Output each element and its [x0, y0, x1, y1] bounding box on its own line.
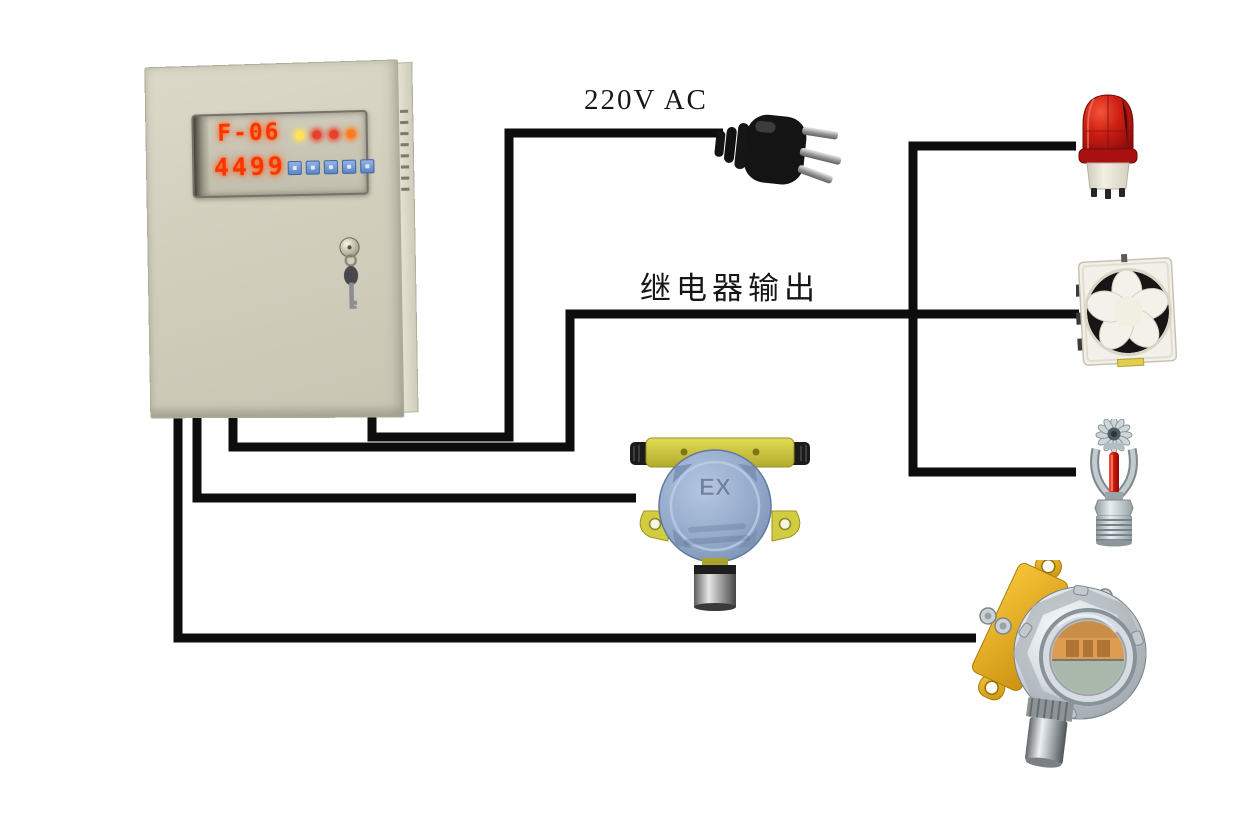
plug-icon	[714, 114, 842, 185]
panel-button	[323, 159, 339, 175]
gas-detector-display	[966, 560, 1162, 786]
controller-display-panel: F-06 4499	[191, 109, 375, 199]
wire-power	[367, 128, 723, 442]
beacon-icon	[1078, 94, 1138, 199]
alarm-controller-cabinet: F-06 4499	[144, 59, 419, 419]
fan-icon	[1076, 254, 1178, 368]
gas-detector-display-icon	[971, 560, 1148, 768]
power-label: 220V AC	[584, 84, 708, 116]
gas-detector-ex-icon: EX	[630, 437, 810, 611]
door-key-icon	[340, 253, 363, 309]
alarm-beacon	[1074, 87, 1142, 201]
panel-button-row	[287, 159, 375, 176]
fire-sprinkler	[1080, 419, 1148, 547]
wire-detector-display	[173, 408, 976, 643]
exhaust-fan	[1076, 254, 1180, 370]
wire-relay-branches	[908, 141, 1076, 477]
display-shadow	[193, 116, 211, 197]
relay-output-label: 继电器输出	[640, 271, 820, 306]
panel-button	[305, 160, 320, 175]
panel-button	[360, 159, 375, 174]
status-led	[312, 130, 322, 140]
wire-detector-ex	[192, 408, 636, 503]
wire-relay-main	[228, 309, 1079, 452]
status-led	[346, 129, 356, 139]
gas-detector-ex: EX	[630, 431, 810, 625]
status-led	[329, 129, 339, 140]
panel-button	[341, 159, 357, 174]
ex-marking: EX	[699, 474, 731, 501]
display-channel-readout: F-06	[217, 119, 281, 147]
power-plug	[709, 96, 848, 205]
sprinkler-icon	[1090, 419, 1138, 547]
display-value-readout: 4499	[213, 151, 287, 182]
status-led-row	[295, 129, 356, 140]
status-led	[295, 130, 305, 140]
cabinet-door: F-06 4499	[144, 59, 405, 419]
vent-slots-icon	[399, 109, 410, 196]
panel-button	[287, 160, 302, 176]
